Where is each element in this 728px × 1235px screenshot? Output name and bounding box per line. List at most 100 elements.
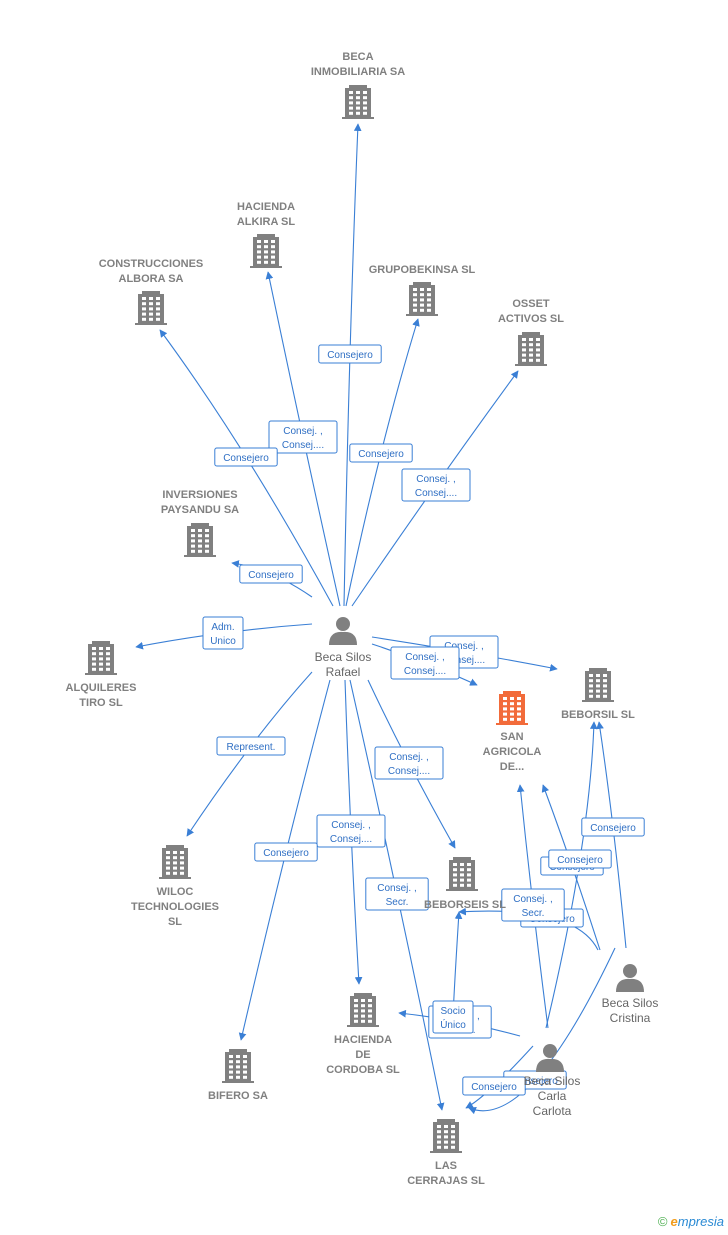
node-label: CONSTRUCCIONES	[99, 258, 204, 270]
node-beborseis[interactable]: BEBORSEIS SL	[424, 857, 506, 911]
node-san_agricola[interactable]: SAN AGRICOLA DE...	[483, 691, 542, 773]
building-icon	[184, 523, 216, 557]
node-label: Carlota	[533, 1104, 572, 1118]
relation-label-text: Consej. ,	[377, 883, 416, 894]
node-label: Beca Silos	[602, 996, 659, 1010]
relation-label[interactable]: Consejero	[581, 817, 645, 837]
node-label: ALBORA SA	[119, 273, 184, 285]
brand-logo-initial: e	[670, 1214, 678, 1229]
node-label: Beca Silos	[524, 1074, 581, 1088]
building-icon	[222, 1049, 254, 1083]
node-beborsil[interactable]: BEBORSIL SL	[561, 668, 635, 721]
relation-label[interactable]: Consej. ,Secr.	[501, 888, 565, 922]
relation-label-text: Consej. ,	[513, 894, 552, 905]
node-label: SAN	[500, 731, 523, 743]
relation-label-text: Adm.	[211, 622, 234, 633]
building-icon	[515, 332, 547, 366]
brand-logo-text: mpresia	[677, 1214, 724, 1229]
node-construcciones_albora[interactable]: CONSTRUCCIONES ALBORA SA	[99, 258, 204, 325]
node-grupobekinsa[interactable]: GRUPOBEKINSA SL	[369, 264, 476, 316]
person-icon	[329, 617, 357, 645]
relation-label[interactable]: Consej. , Consej....	[390, 646, 460, 680]
relation-label[interactable]: Consej. ,Consej....	[374, 746, 444, 780]
relation-label-text: Consej....	[443, 655, 485, 666]
relation-label[interactable]: Consej. , Consej....	[268, 420, 338, 454]
relation-label-text: Consej....	[415, 488, 457, 499]
building-icon	[406, 282, 438, 316]
relation-label[interactable]: Consejero	[349, 443, 413, 463]
node-label: Beca Silos	[315, 650, 372, 664]
relation-label-text: Consejero	[358, 449, 404, 460]
node-label: GRUPOBEKINSA SL	[369, 264, 476, 276]
relation-label-text: Consejero	[471, 1082, 517, 1093]
node-label: BEBORSEIS SL	[424, 899, 506, 911]
relation-label[interactable]: Consejero	[318, 344, 382, 364]
node-label: TIRO SL	[79, 697, 123, 709]
relation-label[interactable]: Consejero	[548, 849, 612, 869]
node-label: Rafael	[326, 665, 361, 679]
relation-label-text: Consejero	[248, 570, 294, 581]
relation-label-text: Unico	[210, 636, 236, 647]
building-icon	[430, 1119, 462, 1153]
node-label: HACIENDA	[237, 201, 295, 213]
relation-label-text: Consej. ,	[283, 426, 322, 437]
relation-label[interactable]: Consejero	[462, 1076, 526, 1096]
relation-label[interactable]: Consej. , Consej....	[401, 468, 471, 502]
node-label: LAS	[435, 1160, 457, 1172]
relation-label[interactable]: Consej. , Consej....	[316, 814, 386, 848]
relation-label[interactable]: Consej. , Secr.	[365, 877, 429, 911]
relation-label-text: Consejero	[512, 1076, 558, 1087]
node-label: ACTIVOS SL	[498, 313, 564, 325]
relation-label-text: Consej....	[282, 440, 324, 451]
relation-label-text: Consej. ,	[405, 652, 444, 663]
relation-label-text: Consejero	[590, 823, 636, 834]
node-label: Carla	[538, 1089, 567, 1103]
edge-beca_rafael-to-beca_inmobiliaria	[343, 123, 362, 607]
node-label: DE...	[500, 761, 524, 773]
building-icon	[582, 668, 614, 702]
node-bifero[interactable]: BIFERO SA	[208, 1049, 268, 1102]
relation-label-text: Consej. ,	[444, 641, 483, 652]
relation-label-text: Consejero	[223, 453, 269, 464]
building-icon	[496, 691, 528, 725]
node-label: TECHNOLOGIES	[131, 901, 219, 913]
relation-label[interactable]: Consejero	[214, 447, 278, 467]
person-icon	[616, 964, 644, 992]
person-icon	[536, 1044, 564, 1072]
node-label: BIFERO SA	[208, 1090, 268, 1102]
relation-label[interactable]: Consejero	[254, 842, 318, 862]
relation-label[interactable]: Represent.	[216, 736, 286, 756]
node-label: PAYSANDU SA	[161, 504, 239, 516]
node-label: BECA	[342, 51, 373, 63]
relation-label-text: Consej. ,	[331, 820, 370, 831]
node-label: HACIENDA	[334, 1034, 392, 1046]
relation-label[interactable]: Consejero	[239, 564, 303, 584]
relation-label-text: Consej....	[330, 834, 372, 845]
node-label: DE	[355, 1049, 370, 1061]
building-icon	[342, 85, 374, 119]
relation-label[interactable]: Adm. Unico	[202, 616, 244, 650]
node-label: Cristina	[610, 1011, 651, 1025]
relation-label-text: Consej. ,	[416, 474, 455, 485]
node-label: INVERSIONES	[162, 489, 237, 501]
relation-label-text: Consej....	[388, 766, 430, 777]
relation-label-text: Único	[440, 1018, 466, 1031]
node-label: AGRICOLA	[483, 746, 542, 758]
relation-label-text: Socio	[440, 1006, 465, 1017]
relation-label-text: Secr.	[386, 897, 409, 908]
relation-label-text: Consejero	[263, 848, 309, 859]
node-inversiones_paysandu[interactable]: INVERSIONES PAYSANDU SA	[161, 489, 239, 557]
relation-label-text: Consej....	[404, 666, 446, 677]
